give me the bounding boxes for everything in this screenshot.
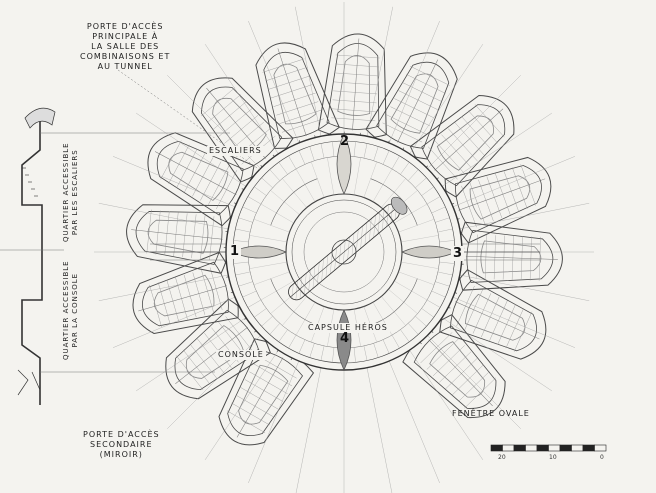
scale-tick-20: 20 — [498, 454, 506, 461]
label-hero-capsule: CAPSULE HÉROS — [306, 323, 390, 333]
scale-bar — [490, 444, 607, 452]
marker-2: 2 — [340, 134, 350, 149]
marker-3: 3 — [451, 246, 465, 261]
label-quarter-stairs: QUARTIER ACCESSIBLE PAR LES ESCALIERS — [62, 142, 79, 242]
label-secondary-door: PORTE D'ACCÈS SECONDAIRE (MIROIR) — [83, 430, 160, 459]
side-elevation — [17, 107, 56, 405]
scale-tick-10: 10 — [549, 454, 557, 461]
label-quarter-console: QUARTIER ACCESSIBLE PAR LA CONSOLE — [62, 260, 79, 360]
label-oval-window: FENÊTRE OVALE — [452, 409, 530, 418]
label-console: CONSOLE — [216, 350, 266, 360]
central-details — [231, 133, 457, 371]
scale-tick-0: 0 — [600, 454, 604, 461]
label-main-door: PORTE D'ACCÈS PRINCIPALE À LA SALLE DES … — [80, 22, 171, 71]
marker-1: 1 — [228, 244, 242, 259]
marker-4: 4 — [340, 331, 350, 346]
label-stairs: ESCALIERS — [207, 146, 264, 156]
